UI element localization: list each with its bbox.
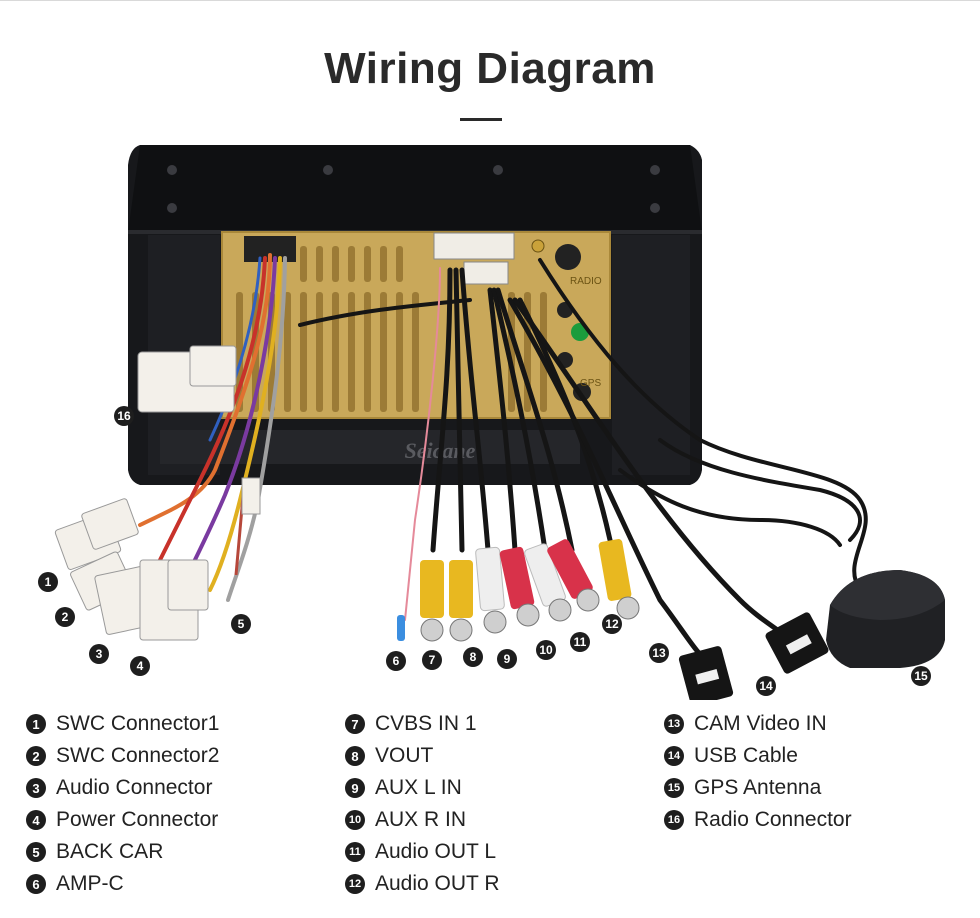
legend-number: 4 — [26, 810, 46, 830]
legend-number: 16 — [664, 810, 684, 830]
cable-harness — [138, 253, 868, 663]
legend-item: 10 AUX R IN — [345, 804, 500, 836]
legend-number: 10 — [345, 810, 365, 830]
legend-label: Audio Connector — [56, 776, 213, 799]
legend-item: 1 SWC Connector1 — [26, 708, 219, 740]
legend-number: 15 — [664, 778, 684, 798]
callout-1: 1 — [45, 575, 52, 589]
legend-item: 8 VOUT — [345, 740, 500, 772]
legend-item: 13 CAM Video IN — [664, 708, 852, 740]
legend-label: AMP-C — [56, 872, 124, 895]
legend-label: SWC Connector2 — [56, 744, 220, 767]
legend-label: BACK CAR — [56, 840, 164, 863]
legend-label: VOUT — [375, 744, 434, 767]
callout-markers: 1 2 3 4 5 6 7 8 9 10 11 12 13 14 15 16 — [38, 406, 931, 696]
legend-label: SWC Connector1 — [56, 712, 220, 735]
harness-connectors — [54, 498, 209, 641]
callout-13: 13 — [652, 646, 666, 660]
legend-item: 3 Audio Connector — [26, 772, 219, 804]
legend-label: USB Cable — [694, 744, 798, 767]
callout-3: 3 — [96, 647, 103, 661]
legend-item: 16 Radio Connector — [664, 804, 852, 836]
top-divider — [0, 0, 980, 1]
legend-item: 14 USB Cable — [664, 740, 852, 772]
legend-item: 11 Audio OUT L — [345, 836, 500, 868]
legend-label: Radio Connector — [694, 808, 852, 831]
legend-label: GPS Antenna — [694, 776, 822, 799]
callout-12: 12 — [605, 617, 619, 631]
legend-number: 7 — [345, 714, 365, 734]
legend-number: 8 — [345, 746, 365, 766]
legend-item: 5 BACK CAR — [26, 836, 219, 868]
legend-number: 6 — [26, 874, 46, 894]
callout-6: 6 — [393, 654, 400, 668]
legend-label: Audio OUT R — [375, 872, 500, 895]
legend-label: Audio OUT L — [375, 840, 497, 863]
head-unit-photo: RADIO GPS Seicane — [38, 145, 945, 700]
legend-item: 9 AUX L IN — [345, 772, 500, 804]
legend-label: CVBS IN 1 — [375, 712, 477, 735]
rca-plugs — [420, 539, 640, 642]
callout-11: 11 — [574, 635, 587, 649]
legend-number: 11 — [345, 842, 365, 862]
legend-item: 12 Audio OUT R — [345, 868, 500, 900]
gps-port-label: GPS — [580, 378, 601, 389]
legend-number: 1 — [26, 714, 46, 734]
legend-label: AUX L IN — [375, 776, 462, 799]
legend-label: CAM Video IN — [694, 712, 827, 735]
radio-connector — [137, 345, 237, 413]
legend-column-3: 13 CAM Video IN 14 USB Cable 15 GPS Antenna… — [664, 708, 852, 836]
legend-column-1: 1 SWC Connector1 2 SWC Connector2 3 Audio C… — [26, 708, 219, 900]
callout-8: 8 — [470, 650, 477, 664]
callout-10: 10 — [539, 643, 553, 657]
legend-item: 4 Power Connector — [26, 804, 219, 836]
legend-number: 5 — [26, 842, 46, 862]
callout-9: 9 — [504, 652, 511, 666]
page-title: Wiring Diagram — [324, 44, 656, 93]
title-underline — [460, 118, 502, 121]
legend-number: 3 — [26, 778, 46, 798]
gps-antenna-puck — [826, 570, 945, 668]
legend-column-2: 7 CVBS IN 1 8 VOUT 9 AUX L IN 10 AUX R IN 11… — [345, 708, 500, 900]
legend-item: 6 AMP-C — [26, 868, 219, 900]
callout-15: 15 — [914, 669, 928, 683]
legend-label: Power Connector — [56, 808, 219, 831]
legend-number: 12 — [345, 874, 365, 894]
legend-number: 9 — [345, 778, 365, 798]
callout-14: 14 — [759, 679, 773, 693]
legend-item: 15 GPS Antenna — [664, 772, 852, 804]
legend-item: 2 SWC Connector2 — [26, 740, 219, 772]
callout-2: 2 — [62, 610, 69, 624]
legend-number: 13 — [664, 714, 684, 734]
legend-label: AUX R IN — [375, 808, 467, 831]
callout-16: 16 — [117, 409, 131, 423]
legend-number: 2 — [26, 746, 46, 766]
callout-5: 5 — [238, 617, 245, 631]
radio-port-label: RADIO — [570, 276, 602, 287]
callout-4: 4 — [137, 659, 144, 673]
callout-7: 7 — [429, 653, 436, 667]
usb-plugs — [678, 612, 829, 700]
legend-number: 14 — [664, 746, 684, 766]
legend-item: 7 CVBS IN 1 — [345, 708, 500, 740]
